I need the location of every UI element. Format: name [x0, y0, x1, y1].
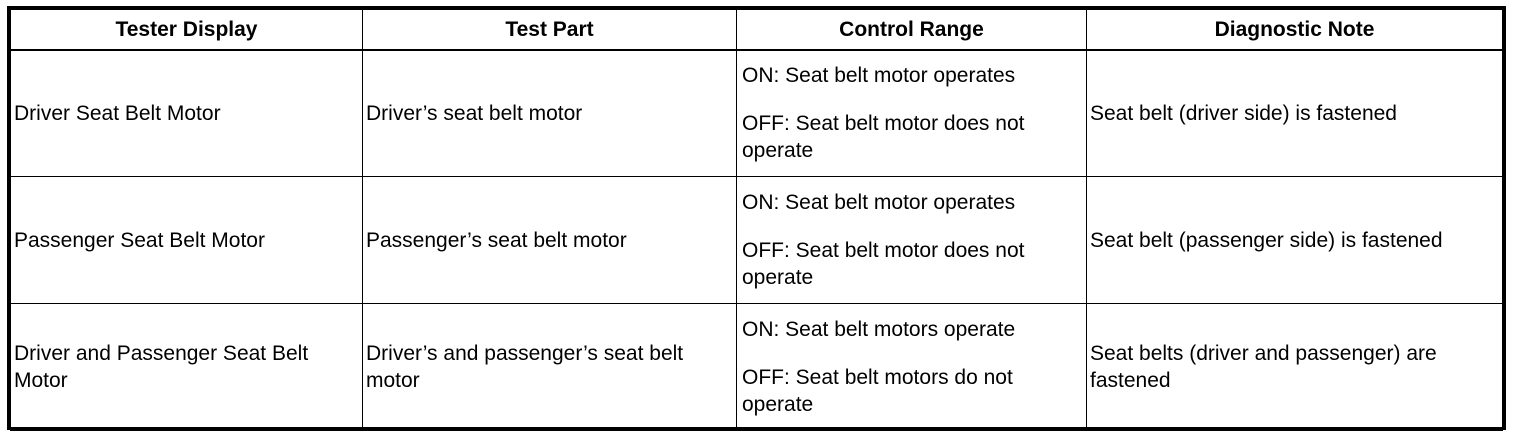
control-range-off: OFF: Seat belt motor does not operate: [742, 112, 1025, 163]
diagnostic-note-cell: Seat belt (driver side) is fastened: [1086, 49, 1503, 177]
header-control-range: Control Range: [736, 9, 1087, 51]
tester-display-cell: Driver Seat Belt Motor: [10, 49, 363, 177]
test-part-cell: Driver’s seat belt motor: [362, 49, 737, 177]
control-range-on: ON: Seat belt motors operate: [742, 318, 1016, 341]
control-range-cell: ON: Seat belt motor operates OFF: Seat b…: [736, 49, 1087, 177]
table-header-row: Tester Display Test Part Control Range D…: [10, 9, 1503, 51]
tester-display-cell: Driver and Passenger Seat Belt Motor: [10, 303, 363, 431]
table-row: Passenger Seat Belt Motor Passenger’s se…: [10, 176, 1503, 304]
control-range-cell: ON: Seat belt motor operates OFF: Seat b…: [736, 176, 1087, 304]
control-range-on: ON: Seat belt motor operates: [742, 64, 1016, 88]
header-test-part: Test Part: [362, 9, 737, 51]
active-test-table-frame: Tester Display Test Part Control Range D…: [7, 6, 1506, 431]
header-tester-display: Tester Display: [10, 9, 363, 51]
control-range-off: OFF: Seat belt motors do not operate: [742, 366, 1013, 416]
diagnostic-note-cell: Seat belts (driver and passenger) are fa…: [1086, 303, 1503, 431]
active-test-table: Tester Display Test Part Control Range D…: [10, 9, 1503, 431]
table-row: Driver Seat Belt Motor Driver’s seat bel…: [10, 49, 1503, 177]
test-part-cell: Driver’s and passenger’s seat belt motor: [362, 303, 737, 431]
control-range-off: OFF: Seat belt motor does not operate: [742, 239, 1025, 289]
control-range-cell: ON: Seat belt motors operate OFF: Seat b…: [736, 303, 1087, 431]
header-diagnostic-note: Diagnostic Note: [1086, 9, 1503, 51]
diagnostic-note-cell: Seat belt (passenger side) is fastened: [1086, 176, 1503, 304]
tester-display-cell: Passenger Seat Belt Motor: [10, 176, 363, 304]
test-part-cell: Passenger’s seat belt motor: [362, 176, 737, 304]
control-range-on: ON: Seat belt motor operates: [742, 191, 1016, 214]
table-row: Driver and Passenger Seat Belt Motor Dri…: [10, 303, 1503, 431]
